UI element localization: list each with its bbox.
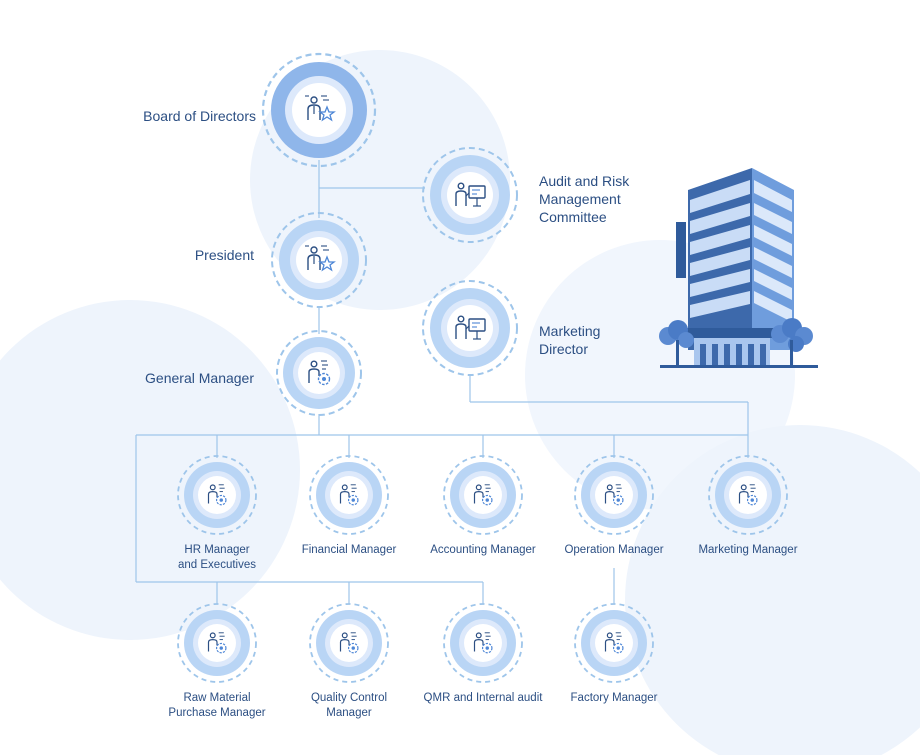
node-president (271, 212, 367, 308)
node-qmr-internal-audit (443, 603, 523, 683)
label-line: HR Manager (184, 544, 250, 556)
label-operation-manager: Operation Manager (564, 544, 664, 556)
label-general-manager: General Manager (145, 370, 254, 386)
label-board-of-directors: Board of Directors (143, 108, 256, 124)
label-president: President (194, 247, 254, 263)
label-raw-material-manager: Raw Material Purchase Manager (147, 691, 287, 721)
label-marketing-director: Marketing Director (539, 322, 649, 358)
label-line: Quality Control (310, 692, 388, 704)
node-marketing-manager (708, 455, 788, 535)
label-quality-control-manager: Quality Control Manager (284, 691, 414, 721)
label-line: Director (539, 341, 589, 358)
node-raw-material-manager (177, 603, 257, 683)
label-financial-manager: Financial Manager (301, 544, 397, 556)
label-hr-manager: HR Manager and Executives (152, 543, 282, 573)
label-line: Purchase Manager (168, 706, 266, 719)
node-factory-manager (574, 603, 654, 683)
connector-lines (135, 160, 749, 604)
label-line: Marketing (539, 323, 601, 339)
node-audit-committee (422, 147, 518, 243)
label-line: Manager (326, 706, 372, 719)
node-quality-control-manager (309, 603, 389, 683)
node-general-manager (276, 330, 362, 416)
label-marketing-manager: Marketing Manager (698, 544, 798, 556)
label-factory-manager: Factory Manager (570, 692, 658, 704)
office-building-icon (659, 168, 818, 368)
node-hr-manager (177, 455, 257, 535)
label-line: Audit and Risk (539, 173, 630, 189)
label-line: Raw Material (183, 692, 251, 704)
label-line: and Executives (178, 558, 256, 571)
node-marketing-director (422, 280, 518, 376)
label-qmr-internal-audit: QMR and Internal audit (423, 692, 543, 704)
node-operation-manager (574, 455, 654, 535)
label-accounting-manager: Accounting Manager (430, 544, 536, 556)
node-board-of-directors (261, 52, 377, 168)
label-line: Committee (539, 209, 607, 226)
node-financial-manager (309, 455, 389, 535)
node-accounting-manager (443, 455, 523, 535)
label-line: Management (539, 191, 621, 208)
label-audit-committee: Audit and Risk Management Committee (539, 172, 669, 227)
